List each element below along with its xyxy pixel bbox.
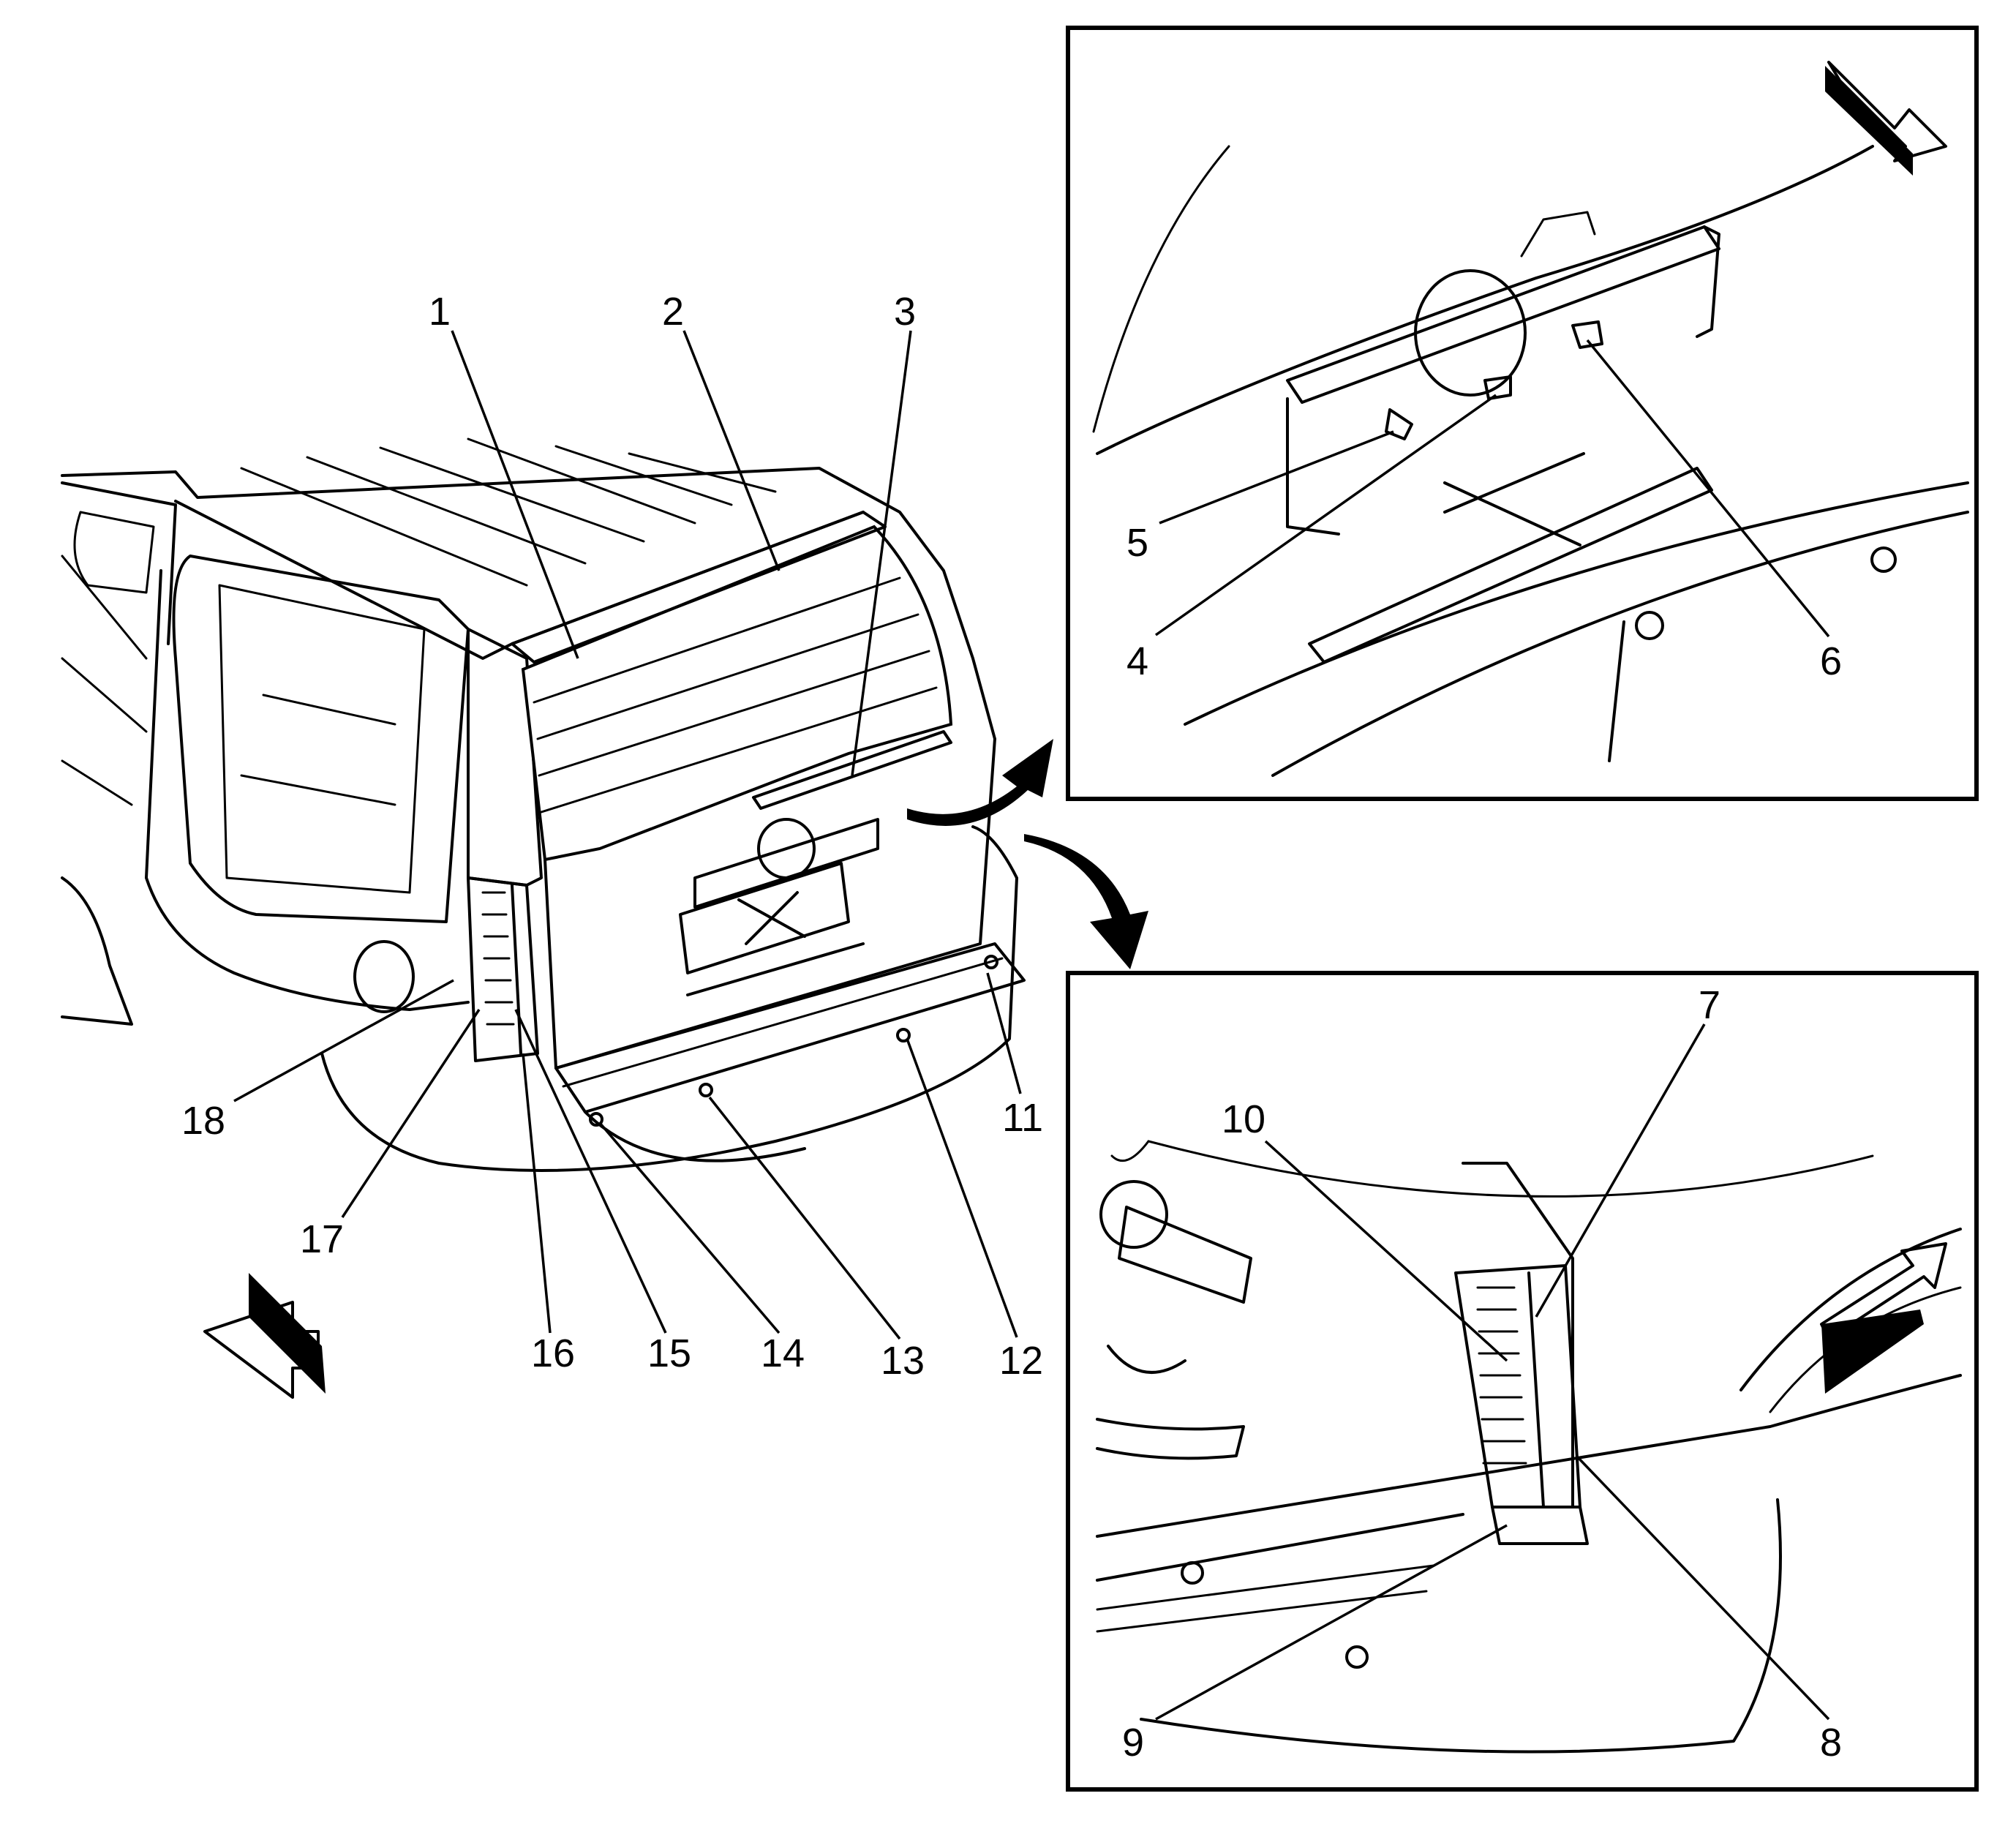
inset-tail-lamp-drawing xyxy=(1096,1140,1962,1754)
callout-8: 8 xyxy=(1820,1721,1842,1765)
forward-arrow-icon xyxy=(1820,1242,1947,1394)
callout-2: 2 xyxy=(662,290,684,334)
callout-7: 7 xyxy=(1699,983,1720,1027)
callout-17: 17 xyxy=(300,1217,344,1261)
callout-1: 1 xyxy=(429,290,451,334)
inset-liftgate-drawing xyxy=(1092,145,1969,777)
leader-lines-inset-2 xyxy=(1155,1023,1830,1721)
callout-13: 13 xyxy=(881,1339,925,1383)
callout-14: 14 xyxy=(761,1331,805,1375)
callout-labels-main: 1 2 3 11 12 13 14 15 16 17 18 xyxy=(181,290,1043,1383)
leader-lines-main xyxy=(233,330,1022,1340)
vehicle-rear-view xyxy=(61,437,1026,1172)
forward-arrow-icon xyxy=(1825,61,1947,176)
callout-11: 11 xyxy=(1002,1096,1043,1140)
callout-labels-inset-2: 7 10 9 8 xyxy=(1122,983,1842,1765)
callout-9: 9 xyxy=(1122,1721,1144,1765)
callout-16: 16 xyxy=(531,1331,575,1375)
callout-12: 12 xyxy=(999,1339,1043,1383)
callout-10: 10 xyxy=(1222,1097,1265,1141)
callout-18: 18 xyxy=(181,1099,225,1143)
callout-3: 3 xyxy=(894,290,916,334)
callout-4: 4 xyxy=(1127,639,1148,683)
callout-5: 5 xyxy=(1127,521,1148,565)
callout-labels-inset-1: 5 4 6 xyxy=(1127,521,1842,683)
callout-15: 15 xyxy=(647,1331,691,1375)
leader-lines-inset-1 xyxy=(1154,339,1830,638)
forward-arrow-icon xyxy=(203,1273,326,1399)
rear-window-glass xyxy=(521,525,953,862)
curved-arrow-icon xyxy=(1024,834,1148,969)
curved-arrow-icon xyxy=(907,739,1053,826)
callout-6: 6 xyxy=(1820,639,1842,683)
